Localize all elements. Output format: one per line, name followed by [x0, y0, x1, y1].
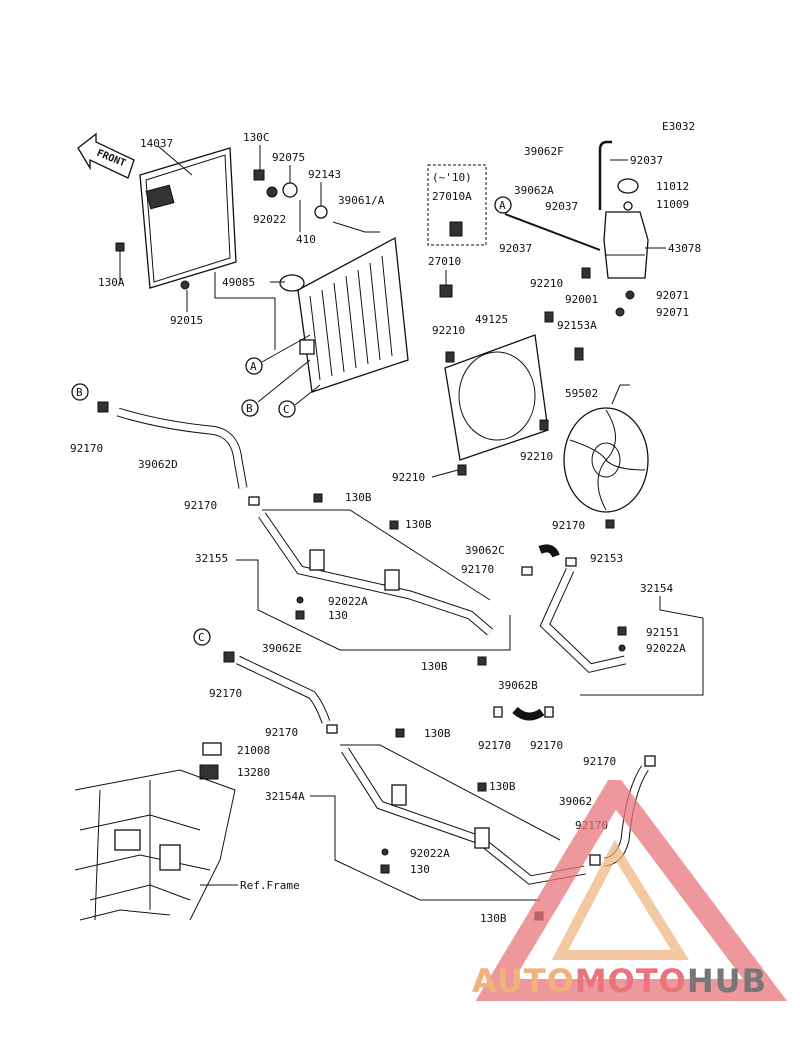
version-box: (~'10) 27010A [427, 164, 487, 246]
label-92037-c: 92037 [499, 242, 532, 255]
label-130B-6: 130B [480, 912, 507, 925]
label-92037-a: 92037 [630, 154, 663, 167]
label-11012: 11012 [656, 180, 689, 193]
label-32154A: 32154A [265, 790, 305, 803]
front-arrow-icon: FRONT [77, 132, 135, 179]
label-410: 410 [296, 233, 316, 246]
version-note: (~'10) [432, 171, 472, 184]
label-27010A: 27010A [432, 190, 472, 203]
label-92022A-2: 92022A [646, 642, 686, 655]
label-49125: 49125 [475, 313, 508, 326]
label-13280: 13280 [237, 766, 270, 779]
callout-a-1: A [245, 357, 263, 375]
label-27010: 27010 [428, 255, 461, 268]
label-92071-b: 92071 [656, 306, 689, 319]
label-92015: 92015 [170, 314, 203, 327]
label-92143: 92143 [308, 168, 341, 181]
radiator-screen [139, 147, 237, 290]
callout-b-2: B [71, 383, 89, 401]
label-92071-a: 92071 [656, 289, 689, 302]
label-39062A: 39062A [514, 184, 554, 197]
label-92022A-1: 92022A [328, 595, 368, 608]
label-92170-1: 92170 [184, 499, 217, 512]
label-49085: 49085 [222, 276, 255, 289]
callout-c-1: C [278, 400, 296, 418]
label-39062F: 39062F [524, 145, 564, 158]
cooling-fan [563, 384, 649, 513]
label-92170-c: 92170 [209, 687, 242, 700]
callout-b-1: B [241, 399, 259, 417]
label-130B-3: 130B [421, 660, 448, 673]
label-92170-3: 92170 [552, 519, 585, 532]
label-130B-2: 130B [405, 518, 432, 531]
label-92153: 92153 [590, 552, 623, 565]
label-39062: 39062 [559, 795, 592, 808]
coolant-reservoir [603, 211, 649, 279]
label-92210-a: 92210 [530, 277, 563, 290]
label-130B-4: 130B [424, 727, 451, 740]
label-39062E: 39062E [262, 642, 302, 655]
label-92153A: 92153A [557, 319, 597, 332]
label-14037: 14037 [140, 137, 173, 150]
label-130-2: 130 [410, 863, 430, 876]
watermark-moto: MOTO [574, 962, 687, 1000]
label-130B-5: 130B [489, 780, 516, 793]
label-92170-6: 92170 [265, 726, 298, 739]
frame-illustration [74, 769, 236, 921]
label-130B-1: 130B [345, 491, 372, 504]
radiator [279, 236, 409, 393]
label-92210-d: 92210 [392, 471, 425, 484]
label-92001: 92001 [565, 293, 598, 306]
label-39062C: 39062C [465, 544, 505, 557]
label-130A: 130A [98, 276, 125, 289]
label-92151: 92151 [646, 626, 679, 639]
svg-text:B: B [246, 402, 253, 415]
label-92037-b: 92037 [545, 200, 578, 213]
label-21008: 21008 [237, 744, 270, 757]
callout-c-2: C [193, 628, 211, 646]
label-59502: 59502 [565, 387, 598, 400]
fan-shroud [444, 334, 549, 461]
label-32154: 32154 [640, 582, 673, 595]
label-39062D: 39062D [138, 458, 178, 471]
diagram-code: E3032 [662, 120, 695, 133]
label-92170-b: 92170 [70, 442, 103, 455]
label-92170-2: 92170 [461, 563, 494, 576]
watermark-triangle [475, 780, 787, 1001]
label-92022A-3: 92022A [410, 847, 450, 860]
label-92170-5: 92170 [530, 739, 563, 752]
label-130C: 130C [243, 131, 270, 144]
label-92075: 92075 [272, 151, 305, 164]
label-92210-c: 92210 [520, 450, 553, 463]
svg-text:A: A [250, 360, 257, 373]
watermark-auto: AUTO [472, 962, 575, 1000]
label-92170-7: 92170 [583, 755, 616, 768]
svg-text:B: B [76, 386, 83, 399]
ref-frame-label: Ref.Frame [240, 879, 300, 892]
label-11009: 11009 [656, 198, 689, 211]
label-92170-4: 92170 [478, 739, 511, 752]
watermark-hub: HUB [686, 962, 768, 1000]
label-130-1: 130 [328, 609, 348, 622]
label-92022-top: 92022 [253, 213, 286, 226]
callout-a-2: A [494, 196, 512, 214]
label-43078: 43078 [668, 242, 701, 255]
svg-text:A: A [499, 199, 506, 212]
svg-text:C: C [198, 631, 205, 644]
svg-text:C: C [283, 403, 290, 416]
label-39062B: 39062B [498, 679, 538, 692]
watermark-text: AUTOMOTOHUB [472, 962, 767, 1000]
label-39061A: 39061/A [338, 194, 385, 207]
label-32155: 32155 [195, 552, 228, 565]
label-92210-b: 92210 [432, 324, 465, 337]
